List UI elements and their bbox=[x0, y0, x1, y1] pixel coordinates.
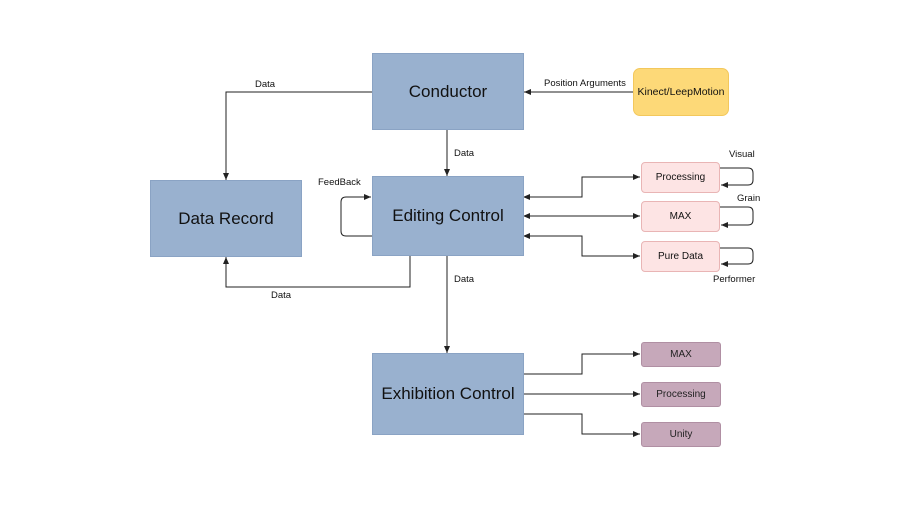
exh-unity-label: Unity bbox=[669, 429, 693, 440]
position-arguments-label: Position Arguments bbox=[544, 78, 626, 89]
edge-editing-processing bbox=[523, 174, 640, 200]
edit-processing-label: Processing bbox=[655, 172, 706, 183]
grain-label: Grain bbox=[737, 193, 761, 204]
exh-max-node: MAX bbox=[641, 342, 721, 367]
kinect-label: Kinect/LeepMotion bbox=[637, 86, 725, 98]
performer-label: Performer bbox=[713, 274, 756, 285]
edge-max-self-loop bbox=[720, 206, 754, 228]
edge-exhibition-unity bbox=[524, 413, 640, 437]
data-label-editing-record: Data bbox=[271, 290, 292, 301]
edit-puredata-label: Pure Data bbox=[657, 251, 704, 262]
edge-feedback-loop bbox=[340, 194, 372, 237]
conductor-label: Conductor bbox=[408, 81, 488, 101]
editing-control-label: Editing Control bbox=[392, 206, 504, 225]
exhibition-control-label: Exhibition Control bbox=[381, 384, 515, 403]
edge-editing-to-record bbox=[223, 256, 411, 288]
exh-max-label: MAX bbox=[670, 349, 692, 360]
kinect-node: Kinect/LeepMotion bbox=[633, 68, 729, 116]
data-record-label: Data Record bbox=[178, 208, 274, 228]
edge-exhibition-max bbox=[524, 351, 640, 375]
data-label-conductor-record: Data bbox=[255, 79, 276, 90]
data-label-conductor-editing: Data bbox=[454, 148, 475, 159]
feedback-label: FeedBack bbox=[318, 177, 361, 188]
edge-editing-puredata bbox=[523, 233, 640, 259]
conductor-node: Conductor bbox=[372, 53, 524, 130]
editing-control-node: Editing Control bbox=[372, 176, 524, 256]
edge-conductor-to-record bbox=[223, 91, 372, 180]
edit-puredata-node: Pure Data bbox=[641, 241, 720, 272]
edit-processing-node: Processing bbox=[641, 162, 720, 193]
data-label-editing-exhibition: Data bbox=[454, 274, 475, 285]
edit-max-node: MAX bbox=[641, 201, 720, 232]
exh-processing-node: Processing bbox=[641, 382, 721, 407]
edge-processing-self-loop bbox=[720, 167, 754, 188]
edge-puredata-self-loop bbox=[720, 247, 754, 267]
edit-max-label: MAX bbox=[669, 211, 692, 222]
visual-label: Visual bbox=[729, 149, 755, 160]
exhibition-control-node: Exhibition Control bbox=[372, 353, 524, 435]
data-record-node: Data Record bbox=[150, 180, 302, 257]
exh-unity-node: Unity bbox=[641, 422, 721, 447]
exh-processing-label: Processing bbox=[656, 389, 706, 400]
